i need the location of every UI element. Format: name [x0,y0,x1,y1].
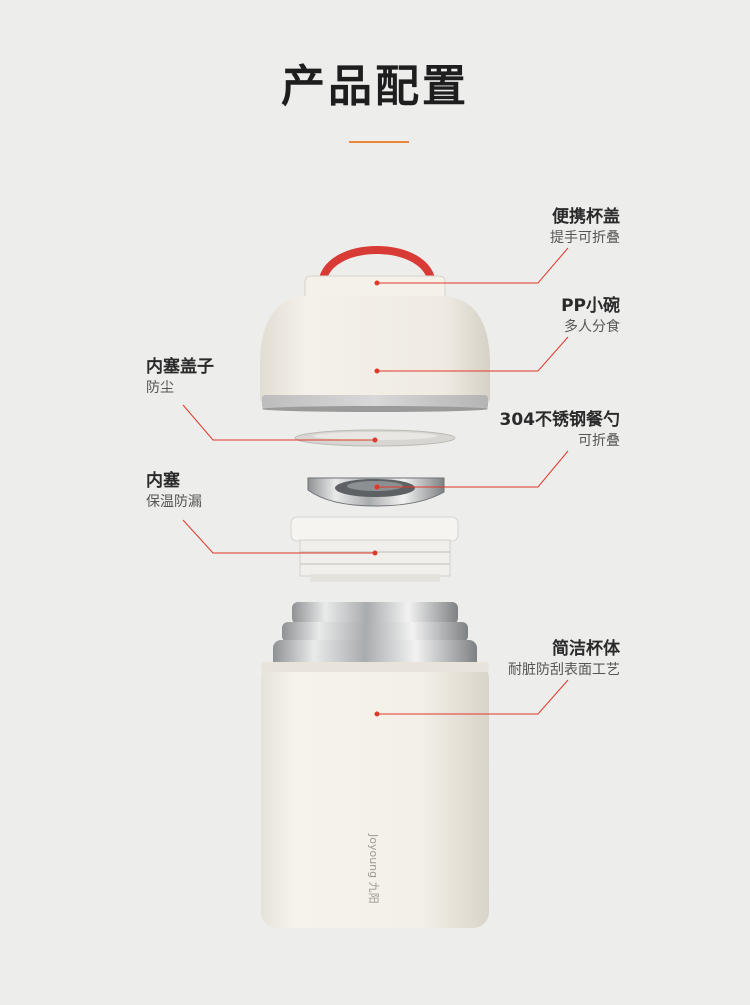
leader-bowl-dot [374,368,380,374]
leader-spoon [377,450,569,488]
callout-body: 简洁杯体 耐脏防刮表面工艺 [508,639,620,678]
callout-lid-desc: 提手可折叠 [550,229,620,246]
steel-spoon [307,477,445,507]
callout-stopper: 内塞 保温防漏 [146,471,202,510]
callout-bowl-desc: 多人分食 [564,318,620,335]
leader-bowl [377,336,569,372]
callout-bowl: PP小碗 多人分食 [561,296,620,335]
leader-lid [377,247,569,284]
callout-leaders [182,247,569,717]
leader-stopper [182,519,375,554]
inner-stopper [290,516,459,582]
title-underline [349,141,409,143]
callout-inner-cap-desc: 防尘 [146,379,174,396]
cup-body [261,602,489,928]
leader-inner-cap-dot [372,437,378,443]
leader-body [377,679,569,715]
callout-stopper-desc: 保温防漏 [146,493,202,510]
callout-stopper-title: 内塞 [146,471,180,491]
callout-inner-cap: 内塞盖子 防尘 [146,357,214,396]
leader-inner-cap [182,404,375,441]
callout-bowl-title: PP小碗 [561,296,620,316]
callout-spoon: 304不锈钢餐勺 可折叠 [499,410,621,449]
callout-body-title: 简洁杯体 [552,639,620,659]
callout-lid: 便携杯盖 提手可折叠 [550,207,620,246]
callout-spoon-title: 304不锈钢餐勺 [499,410,621,430]
leader-lid-dot [374,280,380,286]
callout-spoon-desc: 可折叠 [578,432,620,449]
callout-body-desc: 耐脏防刮表面工艺 [508,661,620,678]
leader-stopper-dot [372,550,378,556]
brand-logo: Joyoung 九阳 [367,833,380,904]
page-title: 产品配置 [281,61,469,112]
lid-handle [318,246,436,290]
callout-inner-cap-title: 内塞盖子 [146,357,214,377]
portable-lid [260,275,490,412]
callout-lid-title: 便携杯盖 [552,207,620,227]
leader-body-dot [374,711,380,717]
leader-spoon-dot [374,484,380,490]
